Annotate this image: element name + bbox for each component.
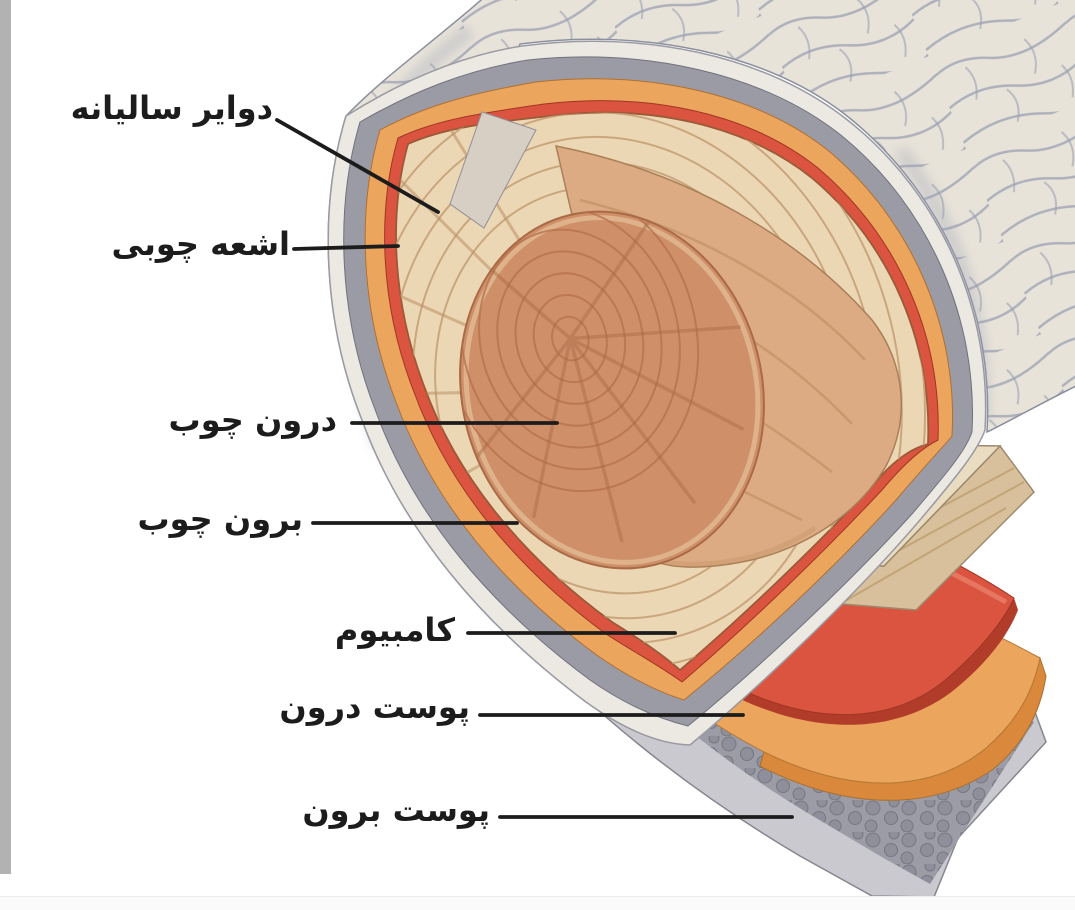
- cut-step-wall: [449, 111, 537, 229]
- label-annual-rings: دوایر سالیانه: [70, 89, 273, 127]
- label-sapwood: برون چوب: [137, 500, 303, 538]
- label-outer-bark: پوست برون: [302, 791, 490, 829]
- label-inner-bark: پوست درون: [279, 688, 470, 726]
- cambium-sheet-edge: [726, 598, 1018, 725]
- label-wood-rays: اشعه چوبی: [111, 225, 290, 263]
- heartwood-ray-lines: [458, 207, 745, 543]
- heartwood-face: [441, 185, 765, 570]
- window-bottom-strip: [0, 896, 1075, 910]
- window-edge-strip: [0, 0, 11, 874]
- leader-annual-rings: [275, 118, 440, 214]
- label-cambium: کامبیوم: [334, 611, 455, 649]
- leader-wood-rays: [292, 244, 400, 251]
- leader-lines: [275, 118, 794, 819]
- label-heartwood: درون چوب: [168, 401, 337, 439]
